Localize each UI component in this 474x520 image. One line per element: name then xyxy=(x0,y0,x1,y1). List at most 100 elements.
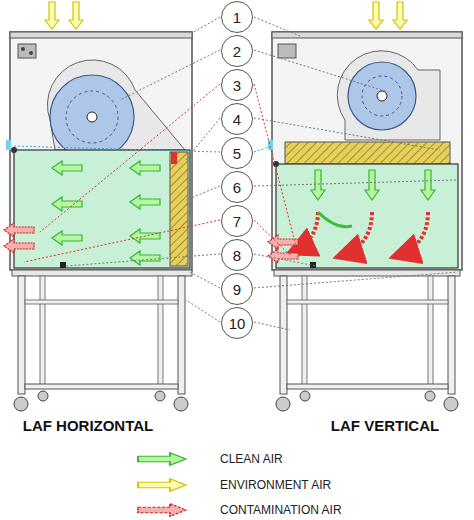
vertical-cabinet-part xyxy=(300,391,310,401)
horizontal-cabinet-part xyxy=(25,384,178,389)
vertical-cabinet-part xyxy=(272,32,462,270)
vertical-cabinet-part xyxy=(396,212,428,256)
horizontal-cabinet-part xyxy=(52,197,82,211)
callout-number: 9 xyxy=(233,282,241,297)
horizontal-cabinet-part xyxy=(4,239,34,253)
horizontal-cabinet-part xyxy=(50,75,134,159)
horizontal-cabinet-part xyxy=(60,262,66,268)
callout-circle: 3 xyxy=(221,69,253,101)
horizontal-cabinet-part xyxy=(40,276,45,386)
legend-arrows-part xyxy=(138,504,186,517)
vertical-cabinet-part xyxy=(318,212,352,227)
vertical-cabinet-part xyxy=(276,397,290,411)
horizontal-cabinet-part xyxy=(25,300,178,304)
callout-circle: 5 xyxy=(221,137,253,169)
vertical-cabinet-part xyxy=(268,140,273,150)
cabinet-title: LAF HORIZONTAL xyxy=(23,417,154,434)
legend-text: CONTAMINATION AIR xyxy=(220,503,342,517)
horizontal-cabinet-part xyxy=(130,251,160,265)
vertical-cabinet-part xyxy=(278,44,296,58)
vertical-cabinet-part xyxy=(292,212,318,252)
vertical-cabinet-part xyxy=(285,142,450,164)
horizontal-cabinet-part xyxy=(155,391,165,401)
vertical-cabinet-part xyxy=(287,384,448,389)
horizontal-cabinet-part xyxy=(158,276,163,386)
vertical-cabinet-part xyxy=(425,391,435,401)
vertical-cabinet-part xyxy=(274,270,460,276)
callout-number: 4 xyxy=(233,112,241,127)
callout-number: 7 xyxy=(233,214,241,229)
callout-number: 5 xyxy=(233,146,241,161)
vertical-cabinet-part xyxy=(272,32,462,38)
horizontal-cabinet-part xyxy=(52,231,82,245)
leader-lines-part xyxy=(66,254,316,266)
horizontal-cabinet-part xyxy=(18,44,36,58)
vertical-cabinet-part xyxy=(428,276,433,386)
horizontal-cabinet-part xyxy=(38,391,48,401)
horizontal-cabinet-part xyxy=(170,152,188,266)
horizontal-cabinet-part xyxy=(66,91,118,143)
callout-circle: 6 xyxy=(221,171,253,203)
horizontal-cabinet-part xyxy=(69,2,83,29)
leader-lines-part xyxy=(120,50,388,100)
vertical-cabinet-part xyxy=(393,2,407,29)
horizontal-cabinet-part xyxy=(130,161,160,175)
callout-number: 10 xyxy=(229,316,246,331)
legend-text: ENVIRONMENT AIR xyxy=(220,478,331,492)
horizontal-cabinet-part xyxy=(18,276,25,394)
vertical-cabinet-part xyxy=(365,170,379,200)
vertical-cabinet-part xyxy=(302,276,307,386)
vertical-cabinet-part xyxy=(444,397,458,411)
legend-entry: ENVIRONMENT AIR xyxy=(180,478,331,492)
vertical-cabinet-part xyxy=(287,300,448,304)
horizontal-cabinet-part xyxy=(171,152,177,164)
horizontal-cabinet-part xyxy=(52,161,82,175)
vertical-cabinet-part xyxy=(377,91,387,101)
callout-circle: 4 xyxy=(221,103,253,135)
horizontal-cabinet-part xyxy=(10,32,192,270)
legend-entry: CLEAN AIR xyxy=(180,452,283,466)
horizontal-cabinet xyxy=(4,2,192,411)
vertical-cabinet-part xyxy=(348,62,416,130)
horizontal-cabinet-part xyxy=(29,51,33,55)
legend-entry: CONTAMINATION AIR xyxy=(180,503,342,517)
horizontal-cabinet-part xyxy=(45,2,59,29)
horizontal-cabinet-part xyxy=(6,140,11,150)
legend-arrows-part xyxy=(138,479,186,492)
leader-lines xyxy=(12,17,458,330)
legend-text: CLEAN AIR xyxy=(220,452,283,466)
callout-number: 6 xyxy=(233,180,241,195)
horizontal-cabinet-part xyxy=(130,195,160,209)
callout-circle: 7 xyxy=(221,205,253,237)
callout-number: 1 xyxy=(233,10,241,25)
leader-lines-part xyxy=(40,84,296,246)
vertical-cabinet-part xyxy=(268,249,298,263)
legend-arrows xyxy=(138,453,186,517)
vertical-cabinet-part xyxy=(369,2,383,29)
vertical-cabinet-part xyxy=(276,164,458,268)
vertical-cabinet-part xyxy=(311,170,325,200)
vertical-cabinet-part xyxy=(280,276,287,394)
vertical-cabinet-part xyxy=(448,276,455,394)
horizontal-cabinet-part xyxy=(12,270,192,276)
horizontal-cabinet-part xyxy=(14,397,28,411)
vertical-cabinet-part xyxy=(362,76,402,116)
callout-number: 3 xyxy=(233,78,241,93)
callout-circle: 10 xyxy=(221,307,253,339)
horizontal-cabinet-part xyxy=(10,32,192,38)
vertical-cabinet-part xyxy=(337,51,440,140)
vertical-cabinet-part xyxy=(268,235,298,249)
callout-circle: 9 xyxy=(221,273,253,305)
callout-number: 8 xyxy=(233,248,241,263)
horizontal-cabinet-part xyxy=(21,47,25,51)
vertical-cabinet-part xyxy=(421,170,435,200)
horizontal-cabinet-part xyxy=(14,150,190,268)
vertical-cabinet-part xyxy=(340,212,372,256)
legend-arrows-part xyxy=(138,453,186,466)
horizontal-cabinet-part xyxy=(11,147,17,153)
horizontal-cabinet-part xyxy=(87,112,97,122)
horizontal-cabinet-part xyxy=(178,276,185,394)
cabinet-title: LAF VERTICAL xyxy=(331,417,439,434)
horizontal-cabinet-part xyxy=(174,397,188,411)
